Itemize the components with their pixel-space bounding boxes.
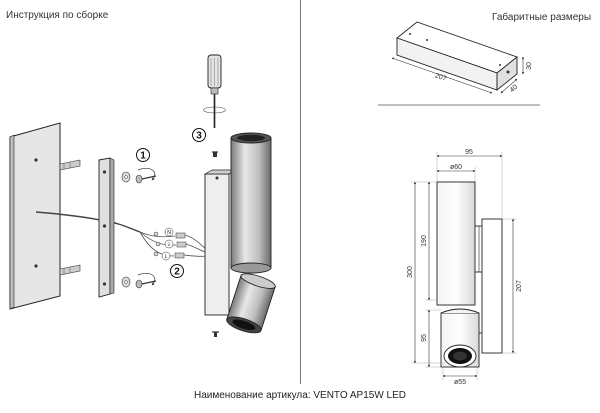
screw-bottom bbox=[121, 276, 157, 289]
upper-diameter-label: ø60 bbox=[450, 164, 462, 171]
rotate-arrow-top bbox=[137, 167, 156, 181]
step-1-marker: 1 bbox=[136, 148, 150, 162]
article-footer: Наименование артикула: VENTO AP15W LED bbox=[0, 390, 600, 401]
top-width-label: 95 bbox=[465, 149, 473, 156]
lower-height-label: 95 bbox=[421, 334, 428, 342]
box-length-label: 207 bbox=[434, 72, 447, 82]
plate-height-label: 207 bbox=[516, 280, 523, 292]
wire-connections bbox=[139, 231, 208, 259]
step-3-label: 3 bbox=[196, 131, 202, 142]
box-height-label: 30 bbox=[526, 62, 533, 70]
step-2-marker: 2 bbox=[170, 264, 184, 278]
wire-label-earth: ⏚ bbox=[166, 241, 171, 248]
wall-plate bbox=[9, 122, 61, 310]
set-screw bbox=[212, 151, 218, 157]
step-2-label: 2 bbox=[174, 267, 180, 278]
wire-label-l-marker bbox=[161, 251, 171, 261]
mounting-box-drawing bbox=[396, 21, 518, 91]
screw-top bbox=[121, 171, 157, 184]
box-width-label: 40 bbox=[509, 84, 520, 94]
wire-label-earth-marker bbox=[164, 239, 174, 249]
screwdriver-icon bbox=[203, 54, 226, 128]
total-height-label: 300 bbox=[407, 266, 414, 278]
step-1-label: 1 bbox=[140, 151, 146, 162]
dimensions-heading: Габаритные размеры bbox=[492, 12, 592, 23]
hinge-screw bbox=[212, 331, 219, 337]
side-upper-cylinder bbox=[436, 181, 476, 306]
panel-divider bbox=[300, 0, 301, 384]
side-lower-spotlight bbox=[440, 308, 482, 368]
box-width-line bbox=[500, 78, 518, 94]
step-3-marker: 3 bbox=[192, 128, 206, 142]
wire-label-n-marker bbox=[164, 227, 174, 237]
article-label: Наименование артикула: bbox=[193, 390, 311, 401]
rotate-arrow-bottom bbox=[137, 272, 156, 286]
wire-label-l: L bbox=[165, 254, 168, 260]
lower-spotlight bbox=[226, 273, 276, 334]
article-name: VENTO AP15W LED bbox=[313, 390, 407, 401]
upper-cylinder bbox=[230, 132, 272, 274]
assembly-heading: Инструкция по сборке bbox=[6, 10, 109, 21]
side-back-plate bbox=[481, 218, 503, 354]
upper-height-label: 190 bbox=[421, 235, 428, 247]
mounting-bracket bbox=[98, 157, 115, 298]
lower-diameter-label: ø55 bbox=[454, 379, 466, 386]
wire-label-n: N bbox=[167, 230, 171, 236]
wall-dowel-top bbox=[59, 159, 81, 171]
wall-dowel-bottom bbox=[59, 264, 81, 276]
box-length-line bbox=[391, 57, 493, 94]
